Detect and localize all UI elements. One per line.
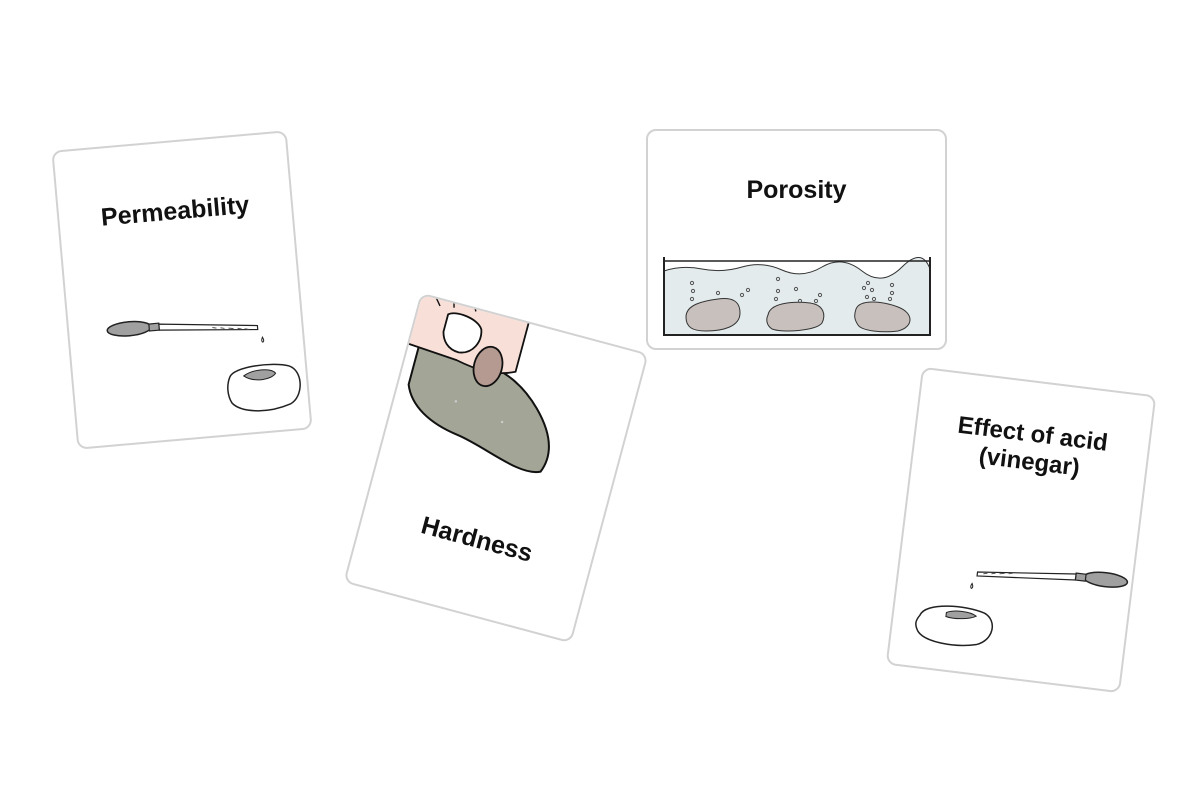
rock-icon bbox=[227, 363, 301, 412]
card-permeability[interactable]: Permeability bbox=[51, 130, 313, 450]
card-effect-of-acid[interactable]: Effect of acid (vinegar) bbox=[885, 366, 1157, 694]
hand-scratching-rock-illustration bbox=[398, 292, 550, 474]
card-title: Porosity bbox=[746, 176, 847, 204]
dropper-icon bbox=[970, 571, 1129, 589]
rock-icon bbox=[915, 605, 994, 647]
dropper-icon bbox=[106, 320, 265, 343]
card-porosity[interactable]: Porosity bbox=[646, 129, 947, 350]
card-hardness[interactable]: Hardness bbox=[343, 292, 649, 644]
card-title: Hardness bbox=[418, 511, 536, 568]
water-tank-illustration bbox=[663, 257, 931, 336]
card-title: Effect of acid (vinegar) bbox=[913, 407, 1150, 490]
card-title: Permeability bbox=[99, 190, 251, 232]
